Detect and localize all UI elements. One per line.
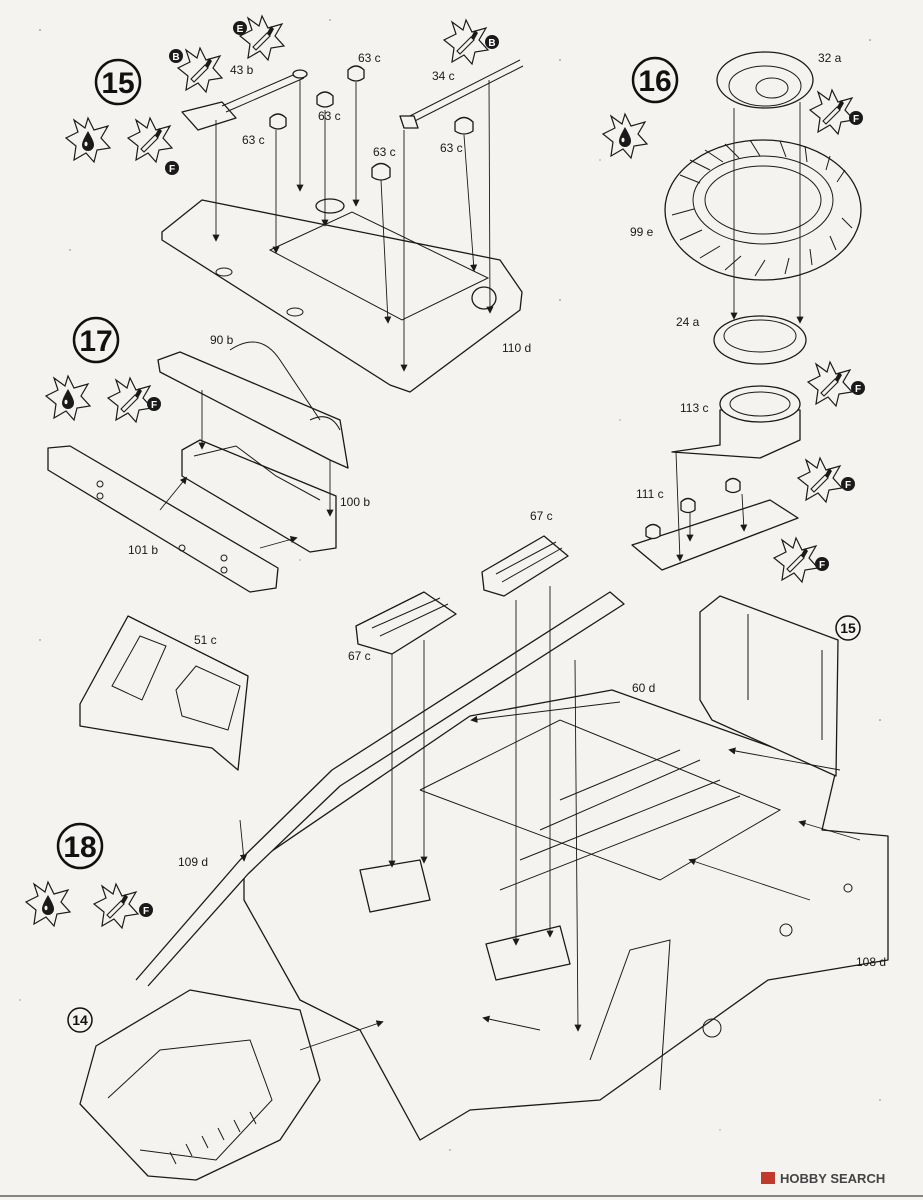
part-67c-box-a xyxy=(355,591,457,655)
label-24a: 24 a xyxy=(676,315,700,329)
label-90b: 90 b xyxy=(210,333,234,347)
label-32a: 32 a xyxy=(818,51,842,65)
paint-brush-icon xyxy=(127,117,173,163)
ref-step-14-marker xyxy=(67,1007,93,1033)
label-109d: 109 d xyxy=(178,855,208,869)
part-rear-door xyxy=(699,595,839,777)
label-63c: 63 c xyxy=(373,145,396,159)
label-108d: 108 d xyxy=(856,955,886,969)
seat-well-b xyxy=(485,925,571,981)
label-100b: 100 b xyxy=(340,495,370,509)
color-badge-f-label: F xyxy=(143,906,149,917)
glue-drop-icon xyxy=(602,113,648,159)
paint-brush-icon xyxy=(107,377,153,423)
glue-drop-icon xyxy=(25,881,71,927)
ref-step-15-marker xyxy=(835,615,861,641)
color-badge-f-label: F xyxy=(169,164,175,175)
part-109d-rail xyxy=(135,591,625,987)
color-badge-b-label: B xyxy=(488,38,495,49)
label-67c: 67 c xyxy=(530,509,553,523)
color-badge-f-label: F xyxy=(853,114,859,125)
label-43b: 43 b xyxy=(230,63,254,77)
color-badge-f-label: F xyxy=(855,384,861,395)
paint-brush-icon xyxy=(239,15,285,61)
label-63c: 63 c xyxy=(242,133,265,147)
paint-brush-icon xyxy=(177,47,223,93)
label-99e: 99 e xyxy=(630,225,654,239)
step-18-badge xyxy=(56,822,104,870)
label-63c: 63 c xyxy=(358,51,381,65)
part-43b-handle xyxy=(181,101,237,131)
label-63c: 63 c xyxy=(440,141,463,155)
part-99e-tire xyxy=(664,139,862,281)
label-113c: 113 c xyxy=(680,401,708,415)
step-16-number: 16 xyxy=(638,65,671,98)
part-100b-box xyxy=(181,439,337,553)
step-15-badge xyxy=(94,58,142,106)
ref-step-14-label: 14 xyxy=(72,1012,88,1028)
watermark: HOBBY SEARCH xyxy=(761,1171,885,1186)
step-17-badge xyxy=(72,316,120,364)
step-17-number: 17 xyxy=(79,325,112,358)
label-60d: 60 d xyxy=(632,681,655,695)
part-108d-hull xyxy=(243,689,889,1141)
paint-brush-icon xyxy=(443,19,489,65)
glue-drop-icon xyxy=(45,375,91,421)
scan-noise xyxy=(19,19,881,1151)
part-110d-plate xyxy=(161,199,523,393)
step-17-group: 17 F 90 b 100 b 101 b xyxy=(45,316,370,593)
step-15-group: 15 F E B B xyxy=(65,15,531,393)
part-51c-windshield xyxy=(79,615,249,771)
step-18-group: 18 F 15 xyxy=(25,509,889,1181)
glue-drop-icon xyxy=(65,117,111,163)
step-16-group: 16 F F F F xyxy=(602,51,865,583)
label-34c: 34 c xyxy=(432,69,455,83)
label-111c: 111 c xyxy=(636,487,664,501)
label-67c: 67 c xyxy=(348,649,371,663)
step-15-number: 15 xyxy=(101,67,134,100)
label-51c: 51 c xyxy=(194,633,217,647)
color-badge-f xyxy=(165,161,179,175)
part-111c-plate xyxy=(631,499,799,571)
ref-step-15-label: 15 xyxy=(840,620,856,636)
step-18-number: 18 xyxy=(63,831,96,864)
part-90b-cover xyxy=(157,351,349,469)
watermark-logo-icon xyxy=(761,1172,775,1184)
label-101b: 101 b xyxy=(128,543,158,557)
color-badge-e xyxy=(233,21,247,35)
color-badge-f-label: F xyxy=(151,400,157,411)
color-badge-e-label: E xyxy=(237,24,244,35)
color-badge-b xyxy=(169,49,183,63)
color-badge-b xyxy=(485,35,499,49)
color-badge-f-label: F xyxy=(819,560,825,571)
label-110d: 110 d xyxy=(502,341,531,355)
paint-brush-icon xyxy=(773,537,819,583)
part-101b-bumper xyxy=(47,445,279,593)
seat-well-a xyxy=(359,859,431,913)
paint-brush-icon xyxy=(797,457,843,503)
part-67c-box-b xyxy=(481,535,569,597)
paint-brush-icon xyxy=(93,883,139,929)
paint-brush-icon xyxy=(807,361,853,407)
part-24a-rim xyxy=(713,315,807,365)
color-badge-b-label: B xyxy=(172,52,179,63)
label-63c: 63 c xyxy=(318,109,341,123)
paint-brush-icon xyxy=(809,89,855,135)
part-32a-hub xyxy=(716,51,814,109)
step-16-badge xyxy=(631,56,679,104)
watermark-text: HOBBY SEARCH xyxy=(780,1171,885,1186)
part-63c-clips xyxy=(269,65,474,181)
color-badge-f-label: F xyxy=(845,480,851,491)
part-front-assembly xyxy=(79,989,321,1181)
